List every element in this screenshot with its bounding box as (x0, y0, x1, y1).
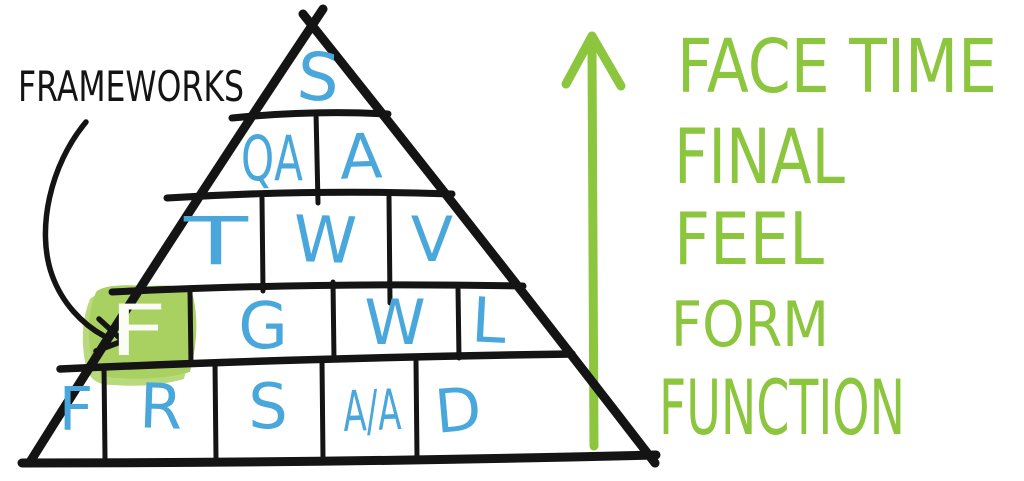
scale-labels: FACE TIME FINAL FEEL FORM FUNCTION (659, 24, 997, 452)
cell-letter-l3-v: V (411, 203, 453, 276)
scale-label-function: FUNCTION (659, 363, 905, 452)
cell-letter-l5-r: R (138, 369, 184, 443)
cell-letter-l2-qa: QA (241, 122, 303, 195)
level-lines (56, 109, 576, 373)
highlight-blob (88, 285, 197, 379)
divider-r4-1 (187, 287, 194, 366)
divider-r3-2 (386, 194, 393, 306)
pyramid-base (17, 450, 661, 468)
cell-letter-l3-t: T (182, 203, 249, 280)
cell-letter-l4-w: W (364, 286, 425, 359)
divider-r5-2 (212, 360, 219, 462)
cell-letter-l5-aa: A/A (342, 378, 402, 445)
cell-letter-l5-d: D (432, 374, 484, 448)
cell-dividers (101, 109, 462, 462)
cell-letter-l4-f-highlighted: F (109, 290, 167, 372)
level-line-1 (228, 109, 392, 122)
divider-r4-2 (330, 279, 337, 363)
level-line-4 (56, 350, 576, 373)
cell-letter-l5-s: S (248, 370, 287, 443)
level-line-3 (108, 281, 527, 296)
scale-label-final: FINAL (674, 112, 845, 201)
divider-r4-3 (455, 285, 462, 361)
divider-r2-1 (313, 109, 321, 206)
frameworks-arrow (42, 119, 126, 354)
level-line-2 (163, 188, 456, 202)
cell-letter-l4-g: G (238, 290, 288, 364)
cell-letter-l2-a: A (338, 119, 383, 193)
importance-arrow-head (561, 31, 626, 91)
scale-label-face-time: FACE TIME (677, 24, 997, 110)
pyramid-outline (17, 4, 661, 468)
frameworks-arrow-curve (42, 119, 107, 339)
frameworks-arrow-head (93, 316, 126, 354)
cell-letter-l5-f: F (59, 375, 94, 445)
cell-letter-l3-w: W (292, 203, 358, 279)
scale-label-form: FORM (671, 288, 829, 361)
cell-letter-l1-s: S (295, 38, 342, 118)
frameworks-label: FRAMEWORKS (18, 62, 244, 111)
scale-label-feel: FEEL (674, 197, 824, 281)
pyramid-right-edge (298, 9, 660, 468)
cell-letter-l4-l: L (470, 283, 509, 358)
divider-r5-4 (413, 358, 420, 460)
pyramid-left-edge (25, 4, 328, 467)
divider-r3-1 (259, 195, 266, 294)
divider-r5-1 (101, 363, 108, 461)
pyramid-letters: S QA A T W V F G W L F R S A/A D (59, 38, 509, 448)
divider-r5-3 (319, 358, 326, 462)
